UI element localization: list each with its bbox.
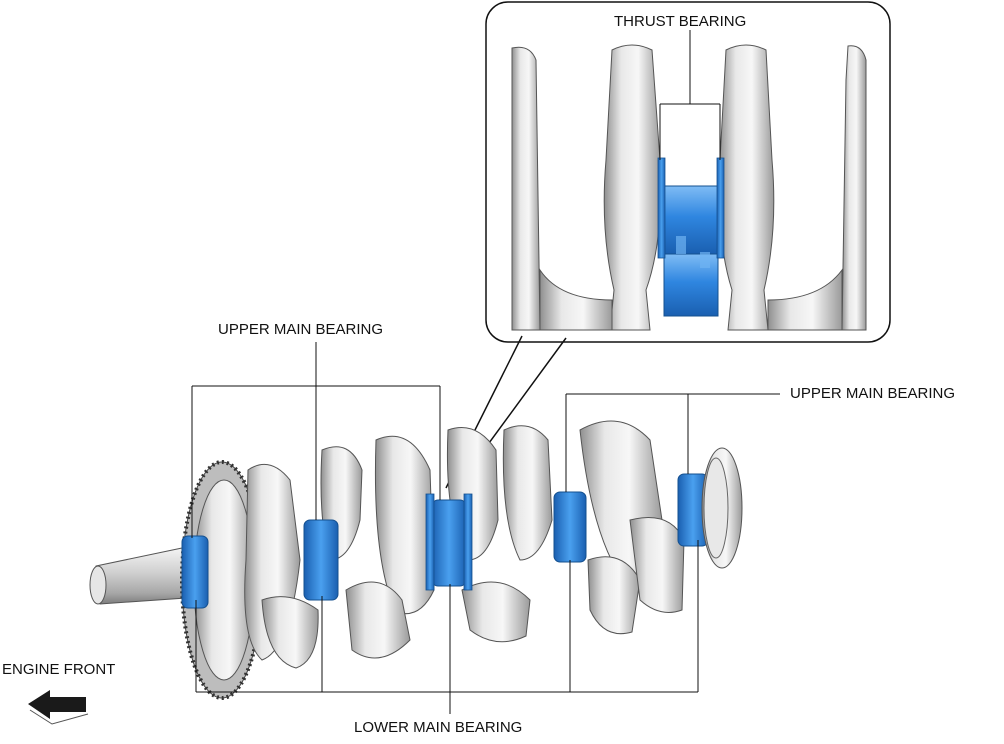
label-upper-main-bearing-right: UPPER MAIN BEARING [790,385,956,402]
inset-thrust-bearing [657,157,725,317]
crank-snout [92,547,187,605]
label-lower-main-bearing: LOWER MAIN BEARING [354,719,523,736]
main-bearing-2 [303,519,339,601]
engine-front-arrow-icon [28,690,89,725]
crankshaft [89,420,743,700]
thrust-flange-front [425,493,435,591]
thrust-flange-rear [463,493,473,591]
label-thrust-bearing: THRUST BEARING [614,13,747,30]
crank-webs [244,420,685,669]
main-bearing-3 [431,499,467,587]
inset-block [511,44,867,331]
main-bearing-1 [181,535,209,609]
inset-detail [485,1,891,343]
inset-thrust-leader [659,30,721,160]
label-engine-front: ENGINE FRONT [2,661,116,678]
timing-gear [180,460,264,700]
leader-lines [191,342,780,714]
rear-flange [701,447,743,569]
main-bearing-4 [553,491,587,563]
label-upper-main-bearing-left: UPPER MAIN BEARING [218,321,384,338]
inset-frame [485,1,891,343]
main-bearings [181,473,709,609]
